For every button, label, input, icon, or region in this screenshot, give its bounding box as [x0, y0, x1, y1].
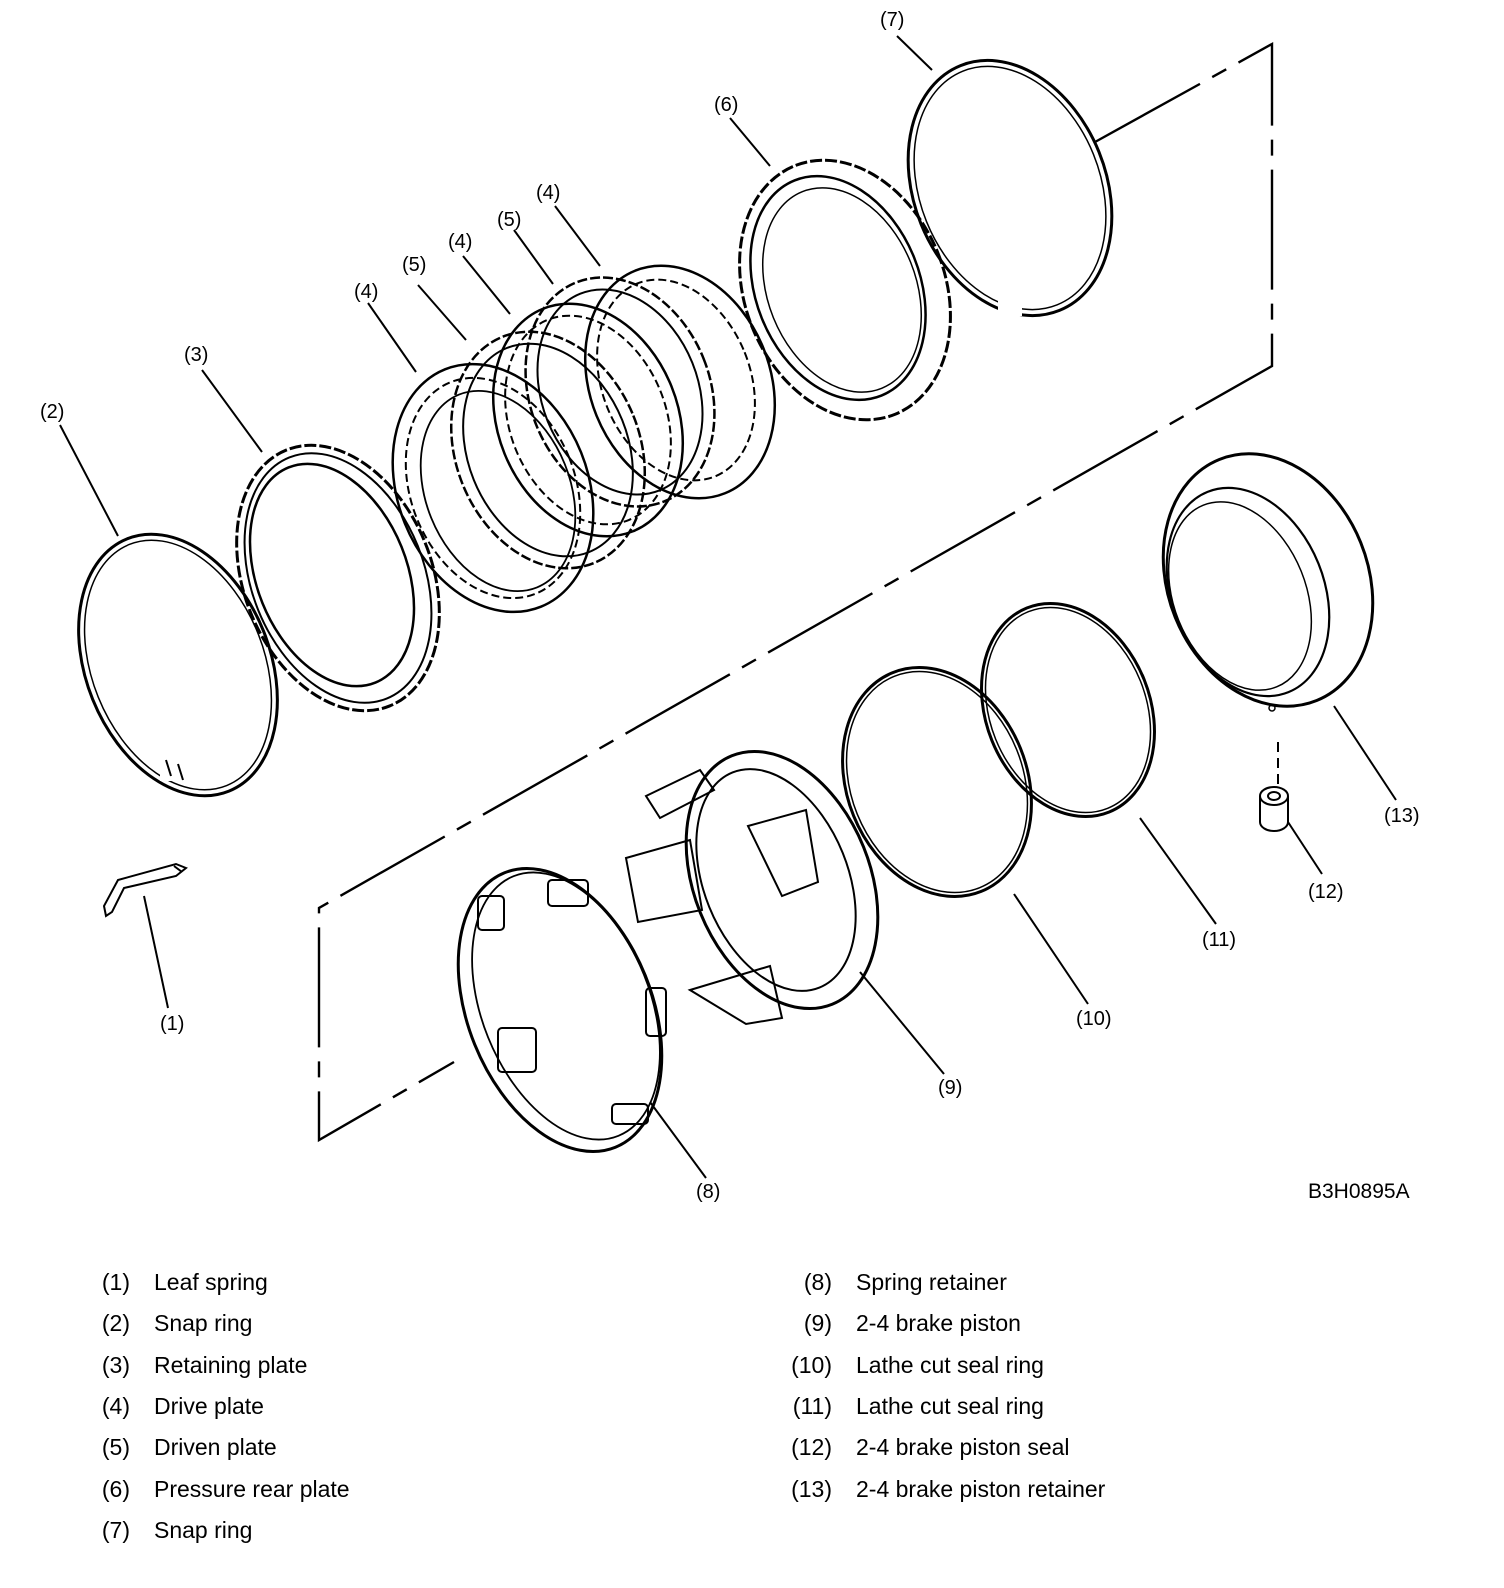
part-brake-piston-9	[624, 749, 880, 1026]
callout-9: (9)	[938, 1077, 962, 1099]
legend-number: (1)	[101, 1269, 130, 1296]
legend-number: (7)	[101, 1516, 130, 1543]
legend-number: (13)	[791, 1475, 832, 1502]
legend-item: (8) Spring retainer	[786, 1262, 1105, 1303]
legend-part-name: Leaf spring	[154, 1269, 268, 1296]
callout-11: (11)	[1202, 929, 1236, 951]
part-snap-ring-2	[77, 532, 279, 798]
legend-part-name: Retaining plate	[154, 1351, 308, 1378]
legend-number: (9)	[803, 1310, 832, 1337]
legend-number: (4)	[101, 1393, 130, 1420]
callout-2: (2)	[40, 401, 64, 423]
legend-part-name: Pressure rear plate	[154, 1475, 350, 1502]
part-leaf-spring-1	[102, 862, 188, 918]
legend-part-name: Lathe cut seal ring	[856, 1393, 1044, 1420]
legend-item: (4) Drive plate	[92, 1386, 350, 1427]
legend-item: (13) 2-4 brake piston retainer	[786, 1468, 1105, 1509]
figure-code: B3H0895A	[1308, 1180, 1410, 1203]
legend-number: (3)	[101, 1351, 130, 1378]
legend-part-name: Driven plate	[154, 1434, 277, 1461]
part-brake-piston-seal-12	[1259, 786, 1289, 832]
legend-item: (3) Retaining plate	[92, 1345, 350, 1386]
legend-part-name: 2-4 brake piston seal	[856, 1434, 1070, 1461]
legend-number: (12)	[791, 1434, 832, 1461]
callout-4a: (4)	[354, 281, 378, 303]
callout-4b: (4)	[448, 231, 472, 253]
legend-column-left: (1) Leaf spring (2) Snap ring (3) Retaining…	[92, 1262, 350, 1551]
callout-5a: (5)	[402, 254, 426, 276]
callout-3: (3)	[184, 344, 208, 366]
leader-lines	[59, 35, 1397, 1179]
legend-item: (9) 2-4 brake piston	[786, 1303, 1105, 1344]
callout-12: (12)	[1308, 881, 1344, 903]
part-snap-ring-7	[906, 58, 1114, 318]
part-spring-retainer-8	[456, 867, 667, 1153]
legend-part-name: Spring retainer	[856, 1269, 1007, 1296]
legend-number: (11)	[792, 1393, 832, 1420]
callout-7: (7)	[880, 9, 904, 31]
callout-6: (6)	[714, 94, 738, 116]
part-lathe-cut-seal-ring-10	[841, 666, 1033, 898]
callout-1: (1)	[160, 1013, 184, 1035]
legend-part-name: Snap ring	[154, 1310, 253, 1337]
part-pressure-rear-plate-6	[738, 158, 952, 422]
callout-4c: (4)	[536, 182, 560, 204]
part-retaining-plate-3	[235, 443, 441, 713]
legend-number: (2)	[101, 1310, 130, 1337]
callout-5b: (5)	[497, 209, 521, 231]
legend-part-name: 2-4 brake piston	[856, 1310, 1021, 1337]
legend-part-name: Drive plate	[154, 1393, 264, 1420]
callout-8: (8)	[696, 1181, 720, 1203]
callout-13: (13)	[1384, 805, 1420, 827]
legend-item: (7) Snap ring	[92, 1510, 350, 1551]
legend-part-name: Snap ring	[154, 1516, 253, 1543]
callout-10: (10)	[1076, 1008, 1112, 1030]
legend-number: (10)	[791, 1351, 832, 1378]
legend-item: (1) Leaf spring	[92, 1262, 350, 1303]
legend-item: (6) Pressure rear plate	[92, 1468, 350, 1509]
assembly-boundary-dashed	[317, 41, 1274, 1143]
exploded-view-diagram: (1) (2) (3) (4) (5) (4) (5) (4) (6) (7) …	[40, 9, 1420, 1203]
legend-item: (12) 2-4 brake piston seal	[786, 1427, 1105, 1468]
legend-number: (6)	[101, 1475, 130, 1502]
legend-part-name: Lathe cut seal ring	[856, 1351, 1044, 1378]
part-driven-plate-5b	[524, 276, 716, 508]
part-brake-piston-retainer-13	[1161, 452, 1375, 790]
legend-number: (8)	[803, 1269, 832, 1296]
parts-legend: (1) Leaf spring (2) Snap ring (3) Retaining…	[0, 1262, 1504, 1562]
legend-item: (10) Lathe cut seal ring	[786, 1345, 1105, 1386]
legend-column-right: (8) Spring retainer (9) 2-4 brake piston (…	[786, 1262, 1105, 1510]
legend-part-name: 2-4 brake piston retainer	[856, 1475, 1106, 1502]
legend-number: (5)	[101, 1434, 130, 1461]
legend-item: (2) Snap ring	[92, 1303, 350, 1344]
callout-labels: (1) (2) (3) (4) (5) (4) (5) (4) (6) (7) …	[40, 9, 1420, 1203]
legend-item: (11) Lathe cut seal ring	[786, 1386, 1105, 1427]
part-drive-plate-4a	[391, 362, 595, 614]
part-lathe-cut-seal-ring-11	[980, 601, 1156, 819]
part-driven-plate-5a	[449, 330, 647, 570]
legend-item: (5) Driven plate	[92, 1427, 350, 1468]
